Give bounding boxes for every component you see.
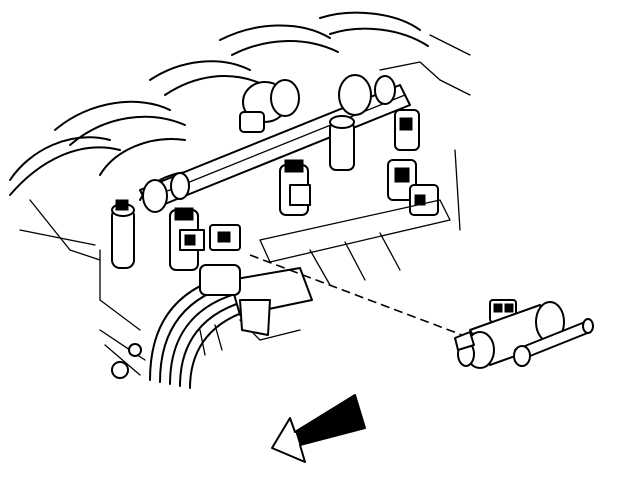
fuel-rail xyxy=(139,74,411,213)
wiring-harness xyxy=(99,199,451,389)
removed-fuel-injector xyxy=(454,299,594,369)
installed-injectors xyxy=(111,109,439,271)
front-direction-arrow-icon xyxy=(271,394,366,463)
leader-line xyxy=(249,254,471,339)
